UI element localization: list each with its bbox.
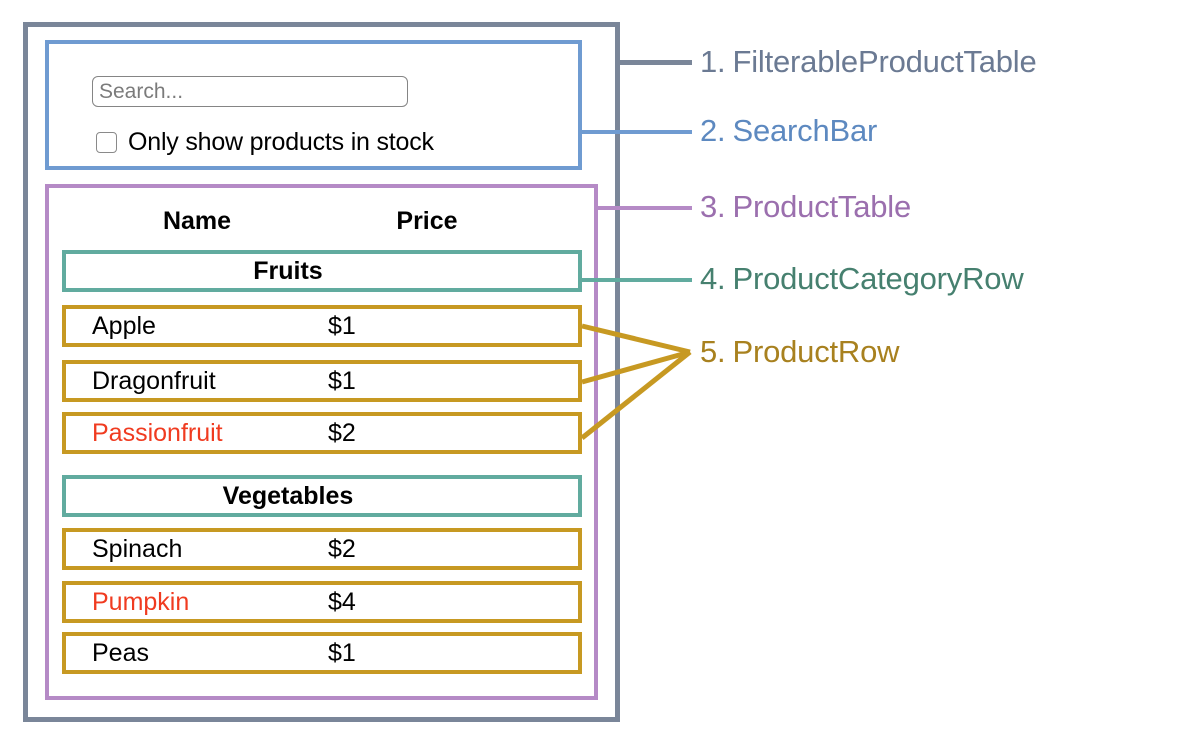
product-name: Spinach <box>92 534 183 563</box>
callout-4-label: ProductCategoryRow <box>732 261 1024 296</box>
product-price: $2 <box>328 534 356 563</box>
category-label: Fruits <box>253 256 323 285</box>
product-price: $1 <box>328 366 356 395</box>
leader-line-product-category-row <box>582 278 692 282</box>
callout-5-product-row: 5.ProductRow <box>700 334 900 370</box>
in-stock-label: Only show products in stock <box>128 128 434 156</box>
callout-1-number: 1. <box>700 44 726 79</box>
callout-3-number: 3. <box>700 189 726 224</box>
product-row[interactable]: Passionfruit $2 <box>62 412 582 454</box>
product-row[interactable]: Apple $1 <box>62 305 582 347</box>
product-name: Dragonfruit <box>92 366 216 395</box>
table-header-row: Name Price <box>62 198 582 244</box>
column-header-name: Name <box>162 206 232 235</box>
product-row[interactable]: Pumpkin $4 <box>62 581 582 623</box>
callout-2-label: SearchBar <box>732 113 878 148</box>
column-header-price: Price <box>396 206 458 235</box>
category-label: Vegetables <box>222 481 354 510</box>
product-name: Peas <box>92 638 149 667</box>
callout-4-product-category-row: 4.ProductCategoryRow <box>700 261 1024 297</box>
product-price: $1 <box>328 638 356 667</box>
stock-filter-row[interactable]: Only show products in stock <box>96 128 434 157</box>
product-price: $1 <box>328 311 356 340</box>
search-input[interactable] <box>92 76 408 107</box>
leader-line-search-bar <box>582 130 692 134</box>
product-price: $2 <box>328 418 356 447</box>
leader-line-product-table <box>598 206 692 210</box>
product-name: Passionfruit <box>92 418 223 447</box>
callout-5-number: 5. <box>700 334 726 369</box>
leader-line-filterable-product-table <box>620 60 692 65</box>
callout-4-number: 4. <box>700 261 726 296</box>
product-name: Pumpkin <box>92 587 190 616</box>
callout-5-label: ProductRow <box>732 334 900 369</box>
product-row[interactable]: Spinach $2 <box>62 528 582 570</box>
callout-3-product-table: 3.ProductTable <box>700 189 911 225</box>
product-category-row: Vegetables <box>62 475 582 517</box>
product-name: Apple <box>92 311 156 340</box>
product-price: $4 <box>328 587 356 616</box>
callout-2-number: 2. <box>700 113 726 148</box>
in-stock-checkbox[interactable] <box>96 132 117 153</box>
product-row[interactable]: Dragonfruit $1 <box>62 360 582 402</box>
callout-1-filterable-product-table: 1.FilterableProductTable <box>700 44 1037 80</box>
callout-2-search-bar: 2.SearchBar <box>700 113 877 149</box>
product-row[interactable]: Peas $1 <box>62 632 582 674</box>
callout-1-label: FilterableProductTable <box>732 44 1037 79</box>
callout-3-label: ProductTable <box>732 189 912 224</box>
product-category-row: Fruits <box>62 250 582 292</box>
